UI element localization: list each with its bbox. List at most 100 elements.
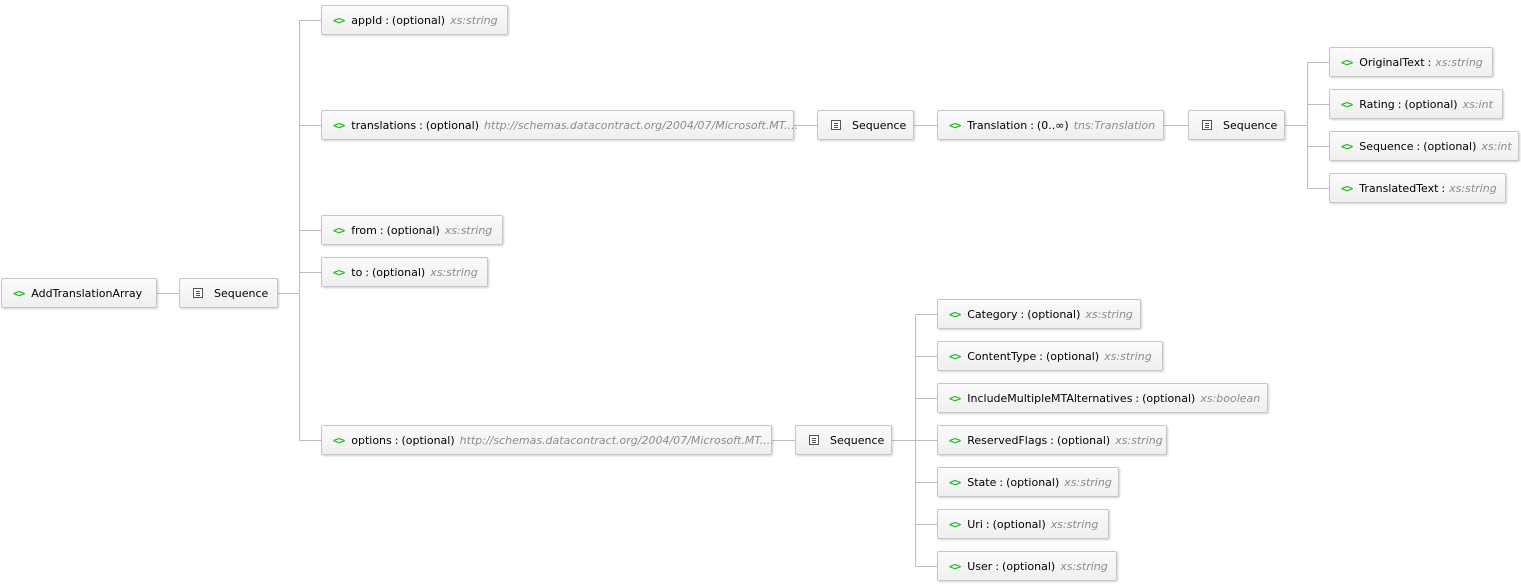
sequence-node-root[interactable]: Sequence [179,278,278,308]
cardinality: (optional) [391,13,446,27]
element-icon: <> [949,307,961,321]
cardinality: (optional) [1027,307,1081,321]
element-node-translations[interactable]: <> translations : (optional) http://sche… [321,110,798,140]
element-icon: <> [333,433,345,447]
element-name: translations [351,118,417,132]
element-name: to [351,265,363,279]
cardinality: (optional) [401,433,455,447]
element-name: State [967,475,997,489]
type-label: xs:string [1064,475,1112,489]
element-node-uri[interactable]: <> Uri : (optional) xs:string [937,509,1109,539]
separator: : [1030,118,1034,132]
sequence-label: Sequence [214,286,269,300]
cardinality: (optional) [1423,139,1477,153]
separator: : [985,517,990,531]
element-name: Translation [967,118,1028,132]
element-icon: <> [949,433,961,447]
type-label: xs:string [1050,517,1099,531]
element-icon: <> [949,559,961,573]
type-label: xs:int [1481,139,1512,153]
element-name: Category [967,307,1018,321]
type-label: xs:string [1449,181,1497,195]
element-node-sequence[interactable]: <> Sequence : (optional) xs:int [1329,131,1519,161]
element-node-options[interactable]: <> options : (optional) http://schemas.d… [321,425,774,455]
type-label: http://schemas.datacontract.org/2004/07/… [484,118,799,132]
separator: : [1050,433,1055,447]
type-label: xs:string [430,265,478,279]
cardinality: (optional) [1045,349,1100,363]
sequence-label: Sequence [1223,118,1278,132]
separator: : [995,559,1000,573]
sequence-icon [193,288,203,298]
element-icon: <> [333,13,345,27]
element-node-from[interactable]: <> from : (optional) xs:string [321,215,503,245]
type-label: xs:string [450,13,498,27]
element-node-reservedflags[interactable]: <> ReservedFlags : (optional) xs:string [937,425,1167,455]
element-name: ContentType [967,349,1037,363]
element-node-includemultiplemtalternatives[interactable]: <> IncludeMultipleMTAlternatives : (opti… [937,383,1268,413]
cardinality: (optional) [372,265,426,279]
element-name: from [351,223,377,237]
separator: : [1397,97,1402,111]
element-node-state[interactable]: <> State : (optional) xs:string [937,467,1119,497]
separator: : [365,265,370,279]
separator: : [1441,181,1446,195]
element-node-to[interactable]: <> to : (optional) xs:string [321,257,488,287]
element-node-user[interactable]: <> User : (optional) xs:string [937,551,1117,581]
element-node-category[interactable]: <> Category : (optional) xs:string [937,299,1141,329]
separator: : [999,475,1004,489]
element-icon: <> [13,286,25,300]
type-label: xs:string [1104,349,1152,363]
sequence-icon [1202,120,1212,130]
element-icon: <> [949,475,961,489]
element-icon: <> [949,517,961,531]
element-icon: <> [1341,97,1353,111]
separator: : [1039,349,1043,363]
sequence-label: Sequence [852,118,907,132]
type-label: xs:string [444,223,493,237]
element-name: IncludeMultipleMTAlternatives [967,391,1133,405]
element-name: options [351,433,392,447]
sequence-node-translation[interactable]: Sequence [1188,110,1285,140]
cardinality: (optional) [992,517,1046,531]
separator: : [379,223,384,237]
cardinality: (optional) [1142,391,1196,405]
element-icon: <> [949,391,961,405]
type-label: xs:string [1115,433,1163,447]
cardinality: (0..∞) [1036,118,1069,132]
cardinality: (optional) [386,223,440,237]
element-node-translation[interactable]: <> Translation : (0..∞) tns:Translation [937,110,1164,140]
element-name: appId [351,13,383,27]
element-node-contenttype[interactable]: <> ContentType : (optional) xs:string [937,341,1163,371]
element-name: Uri [967,517,983,531]
sequence-node-translations[interactable]: Sequence [817,110,914,140]
element-icon: <> [1341,139,1353,153]
element-icon: <> [333,223,345,237]
type-label: xs:string [1060,559,1108,573]
separator: : [1427,55,1432,69]
element-node-originaltext[interactable]: <> OriginalText : xs:string [1329,47,1493,77]
sequence-node-options[interactable]: Sequence [795,425,892,455]
cardinality: (optional) [1057,433,1111,447]
separator: : [1135,391,1140,405]
element-icon: <> [1341,181,1353,195]
element-icon: <> [333,265,345,279]
type-label: xs:string [1085,307,1133,321]
element-icon: <> [1341,55,1353,69]
element-node-addtranslationarray[interactable]: <> AddTranslationArray [1,278,157,308]
separator: : [1416,139,1421,153]
element-name: User [967,559,993,573]
sequence-icon [831,120,841,130]
element-node-translatedtext[interactable]: <> TranslatedText : xs:string [1329,173,1506,203]
type-label: xs:boolean [1200,391,1261,405]
cardinality: (optional) [1006,475,1060,489]
element-node-rating[interactable]: <> Rating : (optional) xs:int [1329,89,1503,119]
type-label: http://schemas.datacontract.org/2004/07/… [459,433,774,447]
type-label: xs:string [1435,55,1483,69]
element-name: Rating [1359,97,1395,111]
element-name: Sequence [1359,139,1414,153]
element-node-appid[interactable]: <> appId : (optional) xs:string [321,5,508,35]
type-label: xs:int [1462,97,1493,111]
cardinality: (optional) [425,118,480,132]
